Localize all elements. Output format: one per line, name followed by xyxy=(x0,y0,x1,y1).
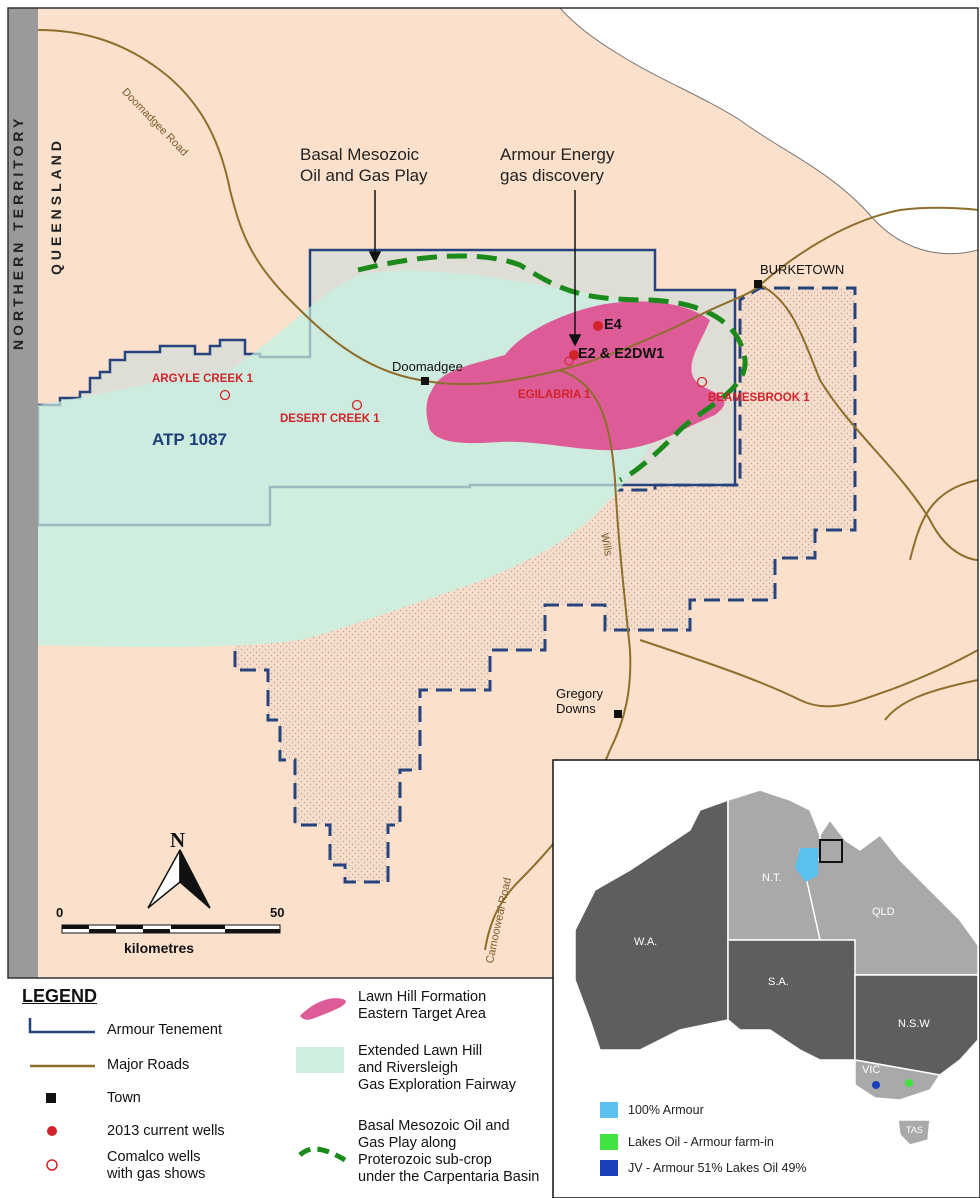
scale-start-label: 0 xyxy=(56,905,64,920)
north-arrow xyxy=(147,849,211,909)
legend-basal-line-1: Basal Mesozoic Oil and xyxy=(358,1118,510,1134)
inset-vic xyxy=(854,1059,942,1101)
inset-locator-box xyxy=(819,839,843,863)
basal-play-line-1: Basal Mesozoic xyxy=(300,145,420,164)
comalco-wells xyxy=(219,376,708,411)
scale-bar xyxy=(61,924,281,934)
legend-armour-tenement: Armour Tenement xyxy=(107,1022,222,1038)
legend-basal-line-2: Gas Play along xyxy=(358,1135,457,1151)
legend-extended-line-1: Extended Lawn Hill xyxy=(358,1043,483,1059)
legend-current-wells: 2013 current wells xyxy=(107,1123,225,1139)
town-burketown-label: BURKETOWN xyxy=(760,262,845,277)
legend-lawn-hill-line-1: Lawn Hill Formation xyxy=(358,989,487,1005)
scale-end-label: 50 xyxy=(270,905,285,920)
well-desert-creek-label: DESERT CREEK 1 xyxy=(280,413,380,425)
legend-lawn-hill-symbol xyxy=(300,998,346,1020)
legend-tenement-symbol xyxy=(28,1018,95,1034)
current-wells xyxy=(564,321,603,366)
inset-legend-lakes: Lakes Oil - Armour farm-in xyxy=(628,1135,774,1149)
legend-comalco-line-2: with gas shows xyxy=(107,1166,206,1182)
annotation-arrows xyxy=(368,190,582,347)
legend-fairway-symbol xyxy=(296,1047,344,1073)
town-doomadgee-label: Doomadgee xyxy=(392,359,463,374)
sea xyxy=(560,8,978,254)
inset-vic-label: VIC xyxy=(862,1064,881,1076)
atp-1087-label: ATP 1087 xyxy=(152,430,227,449)
north-label: N xyxy=(170,828,186,852)
legend-town: Town xyxy=(107,1090,141,1106)
inset-jv-marker xyxy=(872,1081,880,1089)
queensland-label: QUEENSLAND xyxy=(48,136,64,275)
major-roads xyxy=(38,29,978,951)
legend-town-symbol xyxy=(46,1093,56,1103)
well-e4-label: E4 xyxy=(604,317,622,333)
basal-play-annotation: Basal Mesozoic Oil and Gas Play xyxy=(300,144,428,186)
well-e4-marker xyxy=(593,321,603,331)
legend-title: LEGEND xyxy=(22,986,98,1006)
gregory-line-2: Downs xyxy=(556,701,596,716)
legend-lawn-hill-line-2: Eastern Target Area xyxy=(358,1006,486,1022)
legend-comalco-wells: Comalco wells with gas shows xyxy=(107,1149,205,1183)
discovery-line-2: gas discovery xyxy=(500,166,604,185)
inset-lakes-marker xyxy=(905,1079,913,1087)
inset-legend-armour-swatch xyxy=(600,1102,618,1118)
northern-territory-label: NORTHERN TERRITORY xyxy=(10,114,26,350)
inset-wa xyxy=(574,798,729,1051)
well-desert-creek-marker xyxy=(351,399,363,411)
discovery-annotation: Armour Energy gas discovery xyxy=(500,144,614,186)
legend-basal-line-3: Proterozoic sub-crop xyxy=(358,1152,492,1168)
well-beamesbrook-label: BEAMESBROOK 1 xyxy=(708,392,810,404)
basal-play-line-2: Oil and Gas Play xyxy=(300,166,428,185)
town-gregory-downs-label: Gregory Downs xyxy=(556,686,603,716)
well-egilabria-label: EGILABRIA 1 xyxy=(518,389,591,401)
legend-comalco-line-1: Comalco wells xyxy=(107,1149,201,1165)
inset-map xyxy=(552,759,980,1198)
basal-mesozoic-play xyxy=(357,253,748,483)
town-markers xyxy=(421,280,762,718)
inset-legend-jv: JV - Armour 51% Lakes Oil 49% xyxy=(628,1161,807,1175)
legend-extended-lawn-hill: Extended Lawn Hill and Riversleigh Gas E… xyxy=(358,1043,516,1094)
legend-major-roads: Major Roads xyxy=(107,1057,190,1073)
inset-tas-label: TAS xyxy=(906,1125,923,1135)
inset-nt-label: N.T. xyxy=(762,872,782,884)
town-burketown-marker xyxy=(754,280,762,288)
legend-extended-line-3: Gas Exploration Fairway xyxy=(358,1077,516,1093)
territory-border-strip xyxy=(8,8,38,978)
inset-tas xyxy=(897,1119,931,1146)
well-argyle-creek-marker xyxy=(219,389,231,401)
inset-legend-jv-swatch xyxy=(600,1160,618,1176)
legend-symbols xyxy=(28,998,347,1171)
scale-unit-label: kilometres xyxy=(124,940,195,956)
legend-comalco-well-symbol xyxy=(46,1159,58,1171)
inset-qld-label: QLD xyxy=(872,906,895,918)
town-gregory-downs-marker xyxy=(614,710,622,718)
inset-legend-lakes-swatch xyxy=(600,1134,618,1150)
legend-lawn-hill: Lawn Hill Formation Eastern Target Area xyxy=(358,989,486,1023)
inset-sa-label: S.A. xyxy=(768,976,789,988)
well-beamesbrook-marker xyxy=(696,376,708,388)
legend-basal-mesozoic: Basal Mesozoic Oil and Gas Play along Pr… xyxy=(358,1118,539,1186)
gregory-line-1: Gregory xyxy=(556,686,603,701)
legend-basal-line-4: under the Carpentaria Basin xyxy=(358,1169,540,1185)
inset-wa-label: W.A. xyxy=(634,936,658,948)
legend-extended-line-2: and Riversleigh xyxy=(358,1060,458,1076)
inset-nsw-label: N.S.W xyxy=(898,1018,930,1030)
inset-armour-area xyxy=(795,848,818,882)
well-argyle-creek-label: ARGYLE CREEK 1 xyxy=(152,373,253,385)
legend-basal-play-symbol xyxy=(298,1146,347,1163)
town-doomadgee-marker xyxy=(421,377,429,385)
legend-current-well-symbol xyxy=(47,1126,57,1136)
well-e2-label: E2 & E2DW1 xyxy=(578,346,665,362)
discovery-line-1: Armour Energy xyxy=(500,145,615,164)
inset-legend-armour: 100% Armour xyxy=(628,1103,704,1117)
